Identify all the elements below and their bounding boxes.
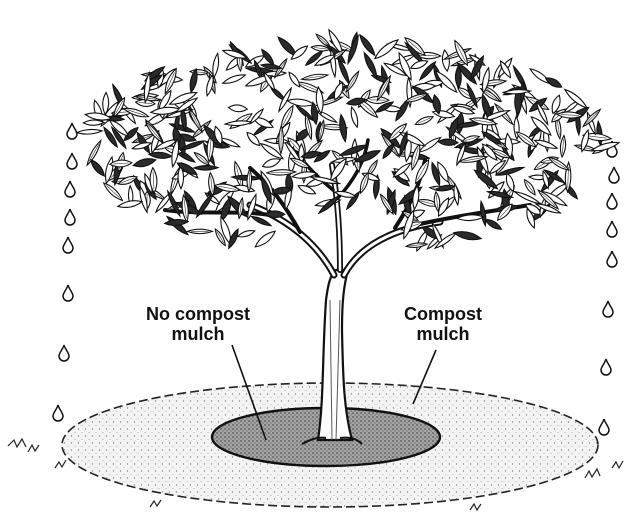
water-drop-icon	[67, 123, 77, 139]
compost-label-line1: Compost	[388, 304, 498, 324]
leaf	[164, 219, 188, 226]
compost-label-line2: mulch	[388, 324, 498, 344]
leaf	[514, 190, 542, 206]
leaf	[287, 71, 302, 89]
water-drop-icon	[53, 405, 63, 421]
leaf	[253, 229, 277, 250]
leaf	[88, 158, 106, 178]
leaf	[287, 97, 315, 107]
water-drop-icon	[607, 221, 617, 237]
leaf	[563, 87, 589, 110]
no-compost-label-line2: mulch	[118, 324, 278, 344]
leaf	[373, 37, 400, 61]
leaf	[194, 165, 218, 170]
water-drop-icon	[63, 237, 73, 253]
water-drop-icon	[607, 251, 617, 267]
water-drop-icon	[601, 359, 611, 375]
no-compost-mulch-label: No compost mulch	[118, 304, 278, 344]
leaf	[234, 183, 255, 193]
water-drop-icon	[59, 345, 69, 361]
leaf	[316, 109, 338, 124]
no-compost-label-line1: No compost	[118, 304, 278, 324]
leaf	[435, 184, 455, 192]
water-drop-icon	[63, 285, 73, 301]
leaf	[349, 106, 359, 128]
water-drop-icon	[67, 153, 77, 169]
water-drop-icon	[65, 209, 75, 225]
water-drop-icon	[65, 181, 75, 197]
tree-foliage	[77, 28, 620, 252]
leaf	[358, 33, 378, 57]
leaf-vein	[89, 144, 99, 161]
leaf	[453, 229, 482, 242]
leaf	[237, 229, 256, 239]
water-drop-icon	[603, 301, 613, 317]
water-drop-icon	[609, 167, 619, 183]
leaf	[225, 120, 253, 126]
leaf	[441, 50, 450, 72]
leaf	[228, 104, 247, 112]
leaf	[77, 129, 103, 135]
water-drop-icon	[607, 193, 617, 209]
leaf	[261, 156, 281, 169]
compost-mulch-label: Compost mulch	[388, 304, 498, 344]
leaf	[338, 114, 348, 142]
leaf	[222, 72, 246, 85]
water-drop-icon	[599, 419, 609, 435]
